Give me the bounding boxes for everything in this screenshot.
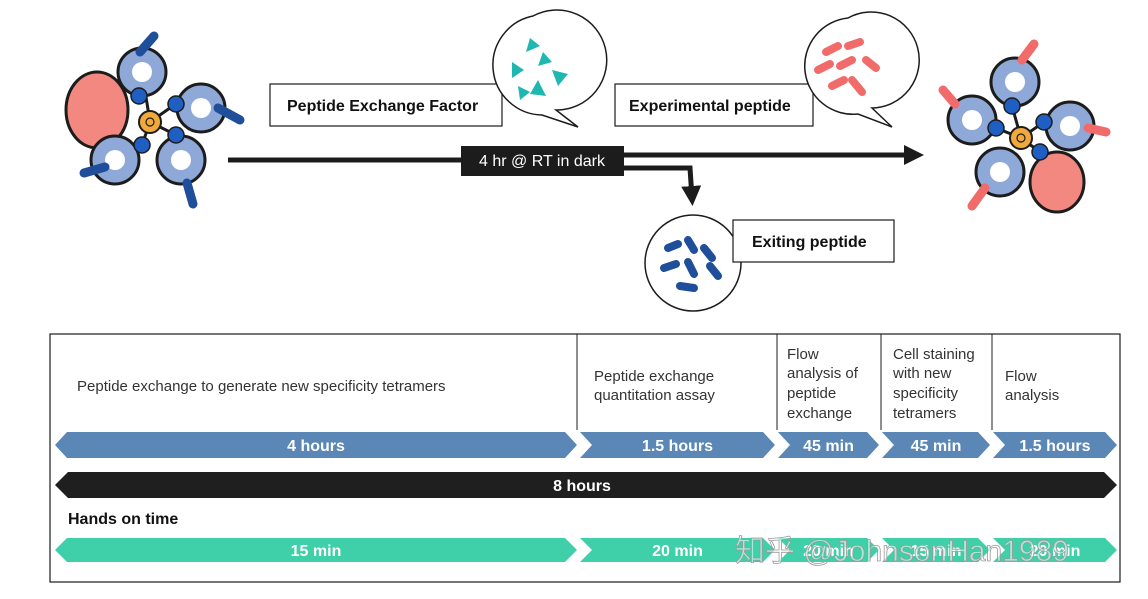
hands-on-bars: 15 min 20 min 20 min 15 min 20 min [55, 538, 1117, 562]
total-duration-bar [55, 472, 1117, 498]
hands-on-bar [778, 538, 879, 562]
hands-on-bar [580, 538, 775, 562]
experimental-peptide-box [614, 83, 814, 127]
hands-on-label: 20 min [652, 543, 703, 560]
hands-on-bar [882, 538, 990, 562]
stage-label-line: Flow [1005, 368, 1037, 385]
hands-on-label: 20 min [803, 543, 854, 560]
exchange-factor-bubble-icon [492, 9, 608, 128]
tetramer-after-icon [938, 39, 1111, 214]
duration-bar [55, 432, 577, 458]
exiting-peptide-label: Exiting peptide [752, 234, 867, 251]
hands-on-label: 15 min [911, 543, 962, 560]
stage-label-line: analysis of [787, 365, 859, 382]
duration-label: 1.5 hours [642, 438, 713, 455]
stage-label-line: Flow [787, 346, 819, 363]
duration-bar [778, 432, 879, 458]
duration-bar [580, 432, 775, 458]
hands-on-title: Hands on time [68, 511, 178, 528]
stage-dividers [576, 334, 993, 430]
duration-label: 45 min [803, 438, 854, 455]
exiting-peptide-box [732, 219, 895, 263]
stage-labels: Peptide exchange to generate new specifi… [77, 346, 1059, 422]
condition-box [461, 146, 624, 176]
duration-label: 4 hours [287, 438, 345, 455]
watermark: 知乎 @JohnsonHan1989 [735, 535, 1069, 568]
stage-label-line: exchange [787, 405, 852, 422]
exiting-peptide-circle-icon [644, 214, 742, 312]
duration-bar [993, 432, 1117, 458]
stage-label-line: quantitation assay [594, 387, 715, 404]
exchange-factor-label: Peptide Exchange Factor [287, 98, 478, 115]
flow-arrow-down [624, 165, 702, 206]
duration-label: 45 min [911, 438, 962, 455]
hands-on-label: 20 min [1030, 543, 1081, 560]
tetramer-before-icon [64, 31, 245, 209]
experimental-peptide-label: Experimental peptide [629, 98, 791, 115]
stage-label-line: peptide [787, 385, 836, 402]
stage-label-line: specificity [893, 385, 959, 402]
duration-bars: 4 hours 1.5 hours 45 min 45 min 1.5 hours [55, 432, 1117, 458]
hands-on-bar [55, 538, 577, 562]
stage-label-line: Cell staining [893, 346, 975, 363]
experimental-peptide-bubble-icon [804, 11, 920, 128]
duration-label: 1.5 hours [1019, 438, 1090, 455]
stage-label-line: analysis [1005, 387, 1059, 404]
stage-label-line: Peptide exchange to generate new specifi… [77, 378, 446, 395]
condition-label: 4 hr @ RT in dark [479, 153, 606, 170]
hands-on-label: 15 min [291, 543, 342, 560]
stage-label-line: Peptide exchange [594, 368, 714, 385]
exchange-factor-box [269, 83, 503, 127]
stage-label-line: with new [892, 365, 952, 382]
stage-label-line: tetramers [893, 405, 956, 422]
total-duration-label: 8 hours [553, 478, 611, 495]
hands-on-bar [993, 538, 1117, 562]
duration-bar [882, 432, 990, 458]
